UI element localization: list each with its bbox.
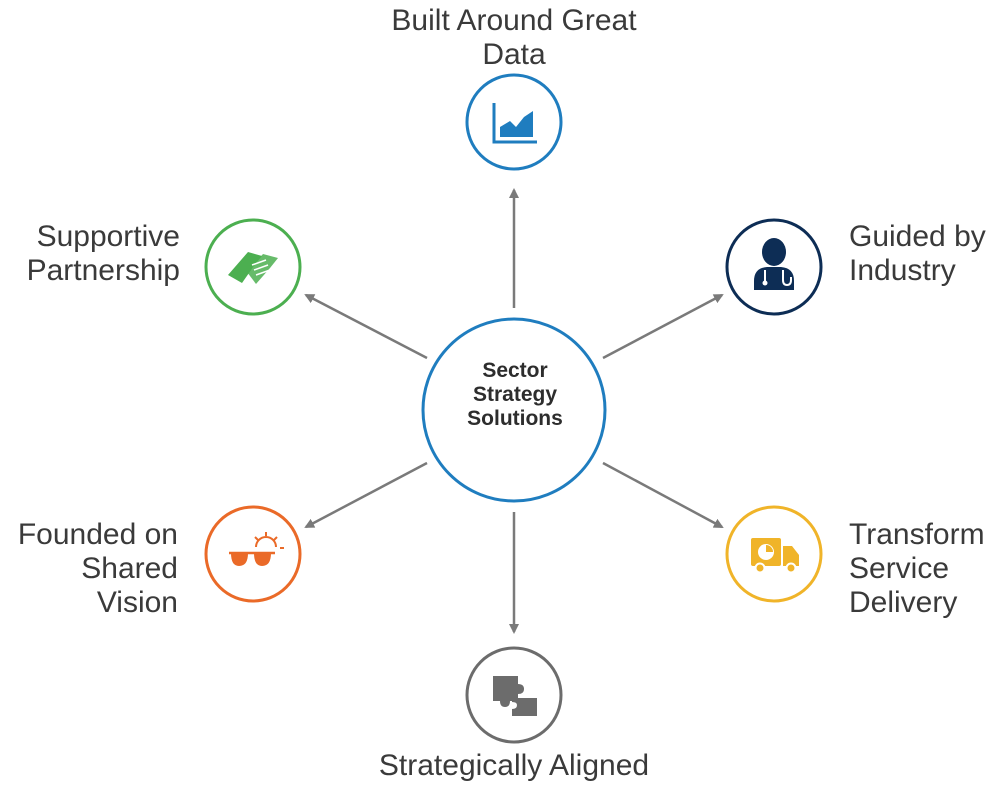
label-line: Industry	[849, 254, 956, 287]
label-supportive-partnership: Supportive Partnership	[2, 220, 180, 288]
label-line: Strategically Aligned	[378, 749, 650, 782]
node-supportive-partnership	[204, 218, 302, 316]
sunglasses-icon	[229, 532, 284, 566]
center-title-line: Sector	[482, 359, 548, 382]
label-line: Transform	[849, 518, 985, 551]
label-founded-on-shared-vision: Founded on Shared Vision	[2, 518, 178, 620]
label-line: Delivery	[849, 586, 958, 619]
puzzle-icon	[493, 676, 537, 716]
center-circle	[421, 317, 607, 503]
handshake-icon	[228, 252, 278, 284]
arrow-to-supportive-partnership	[304, 293, 428, 360]
label-line: Data	[482, 38, 546, 71]
center-title-line: Strategy	[472, 383, 558, 406]
label-guided-by-industry: Guided by Industry	[849, 220, 997, 288]
arrows	[304, 188, 724, 634]
label-line: Shared	[81, 552, 178, 585]
node-guided-by-industry	[725, 218, 823, 316]
arrow-to-guided-by-industry	[602, 293, 724, 360]
center-title: Sector Strategy Solutions	[425, 359, 605, 431]
label-line: Partnership	[26, 254, 180, 287]
center-title-line: Solutions	[467, 407, 563, 430]
label-line: Vision	[96, 586, 178, 619]
label-transform-service-delivery: Transform Service Delivery	[849, 518, 997, 620]
delivery-truck-icon	[751, 538, 799, 574]
node-transform-service-delivery	[725, 505, 823, 603]
node-strategically-aligned	[465, 646, 563, 744]
node-built-around-great-data	[465, 73, 563, 171]
node-circle	[465, 73, 563, 171]
arrow-to-transform-service-delivery	[602, 461, 724, 529]
arrow-to-founded-on-shared-vision	[304, 461, 428, 529]
label-line: Guided by	[849, 220, 986, 253]
label-built-around-great-data: Built Around Great Data	[360, 4, 668, 72]
doctor-icon	[754, 238, 794, 290]
chart-icon	[492, 103, 537, 144]
label-line: Service	[849, 552, 950, 585]
node-founded-on-shared-vision	[204, 505, 302, 603]
label-line: Built Around Great	[391, 4, 637, 37]
label-line: Supportive	[36, 220, 180, 253]
label-line: Founded on	[17, 518, 178, 551]
label-strategically-aligned: Strategically Aligned	[346, 749, 682, 783]
